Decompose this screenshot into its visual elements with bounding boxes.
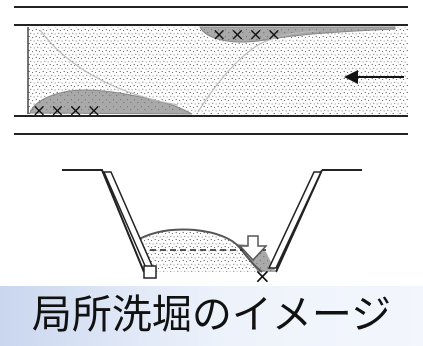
section-cross-mark: × (254, 264, 271, 288)
plan-view: ×××× ×××× (14, 6, 408, 135)
bottom-left-crosses: ×××× (32, 101, 105, 121)
plan-scour-bottom (29, 89, 193, 115)
plan-scour-top (199, 26, 396, 43)
right-wall-panel (267, 171, 323, 269)
section-right-outline (275, 169, 362, 273)
section-left-outline (62, 169, 145, 273)
left-wall-panel (102, 171, 155, 269)
left-arrow-icon (344, 70, 404, 84)
caption-bar (0, 286, 423, 346)
cross-section-view: × (62, 169, 362, 288)
section-sand-surface (133, 228, 263, 273)
down-arrow-icon (238, 235, 268, 262)
top-right-crosses: ×××× (212, 25, 285, 45)
plan-flow-line-2 (197, 30, 319, 113)
left-footing (143, 265, 157, 279)
plan-flow-line-1 (39, 29, 179, 106)
caption-title: 局所洗堀のイメージ (31, 292, 392, 338)
